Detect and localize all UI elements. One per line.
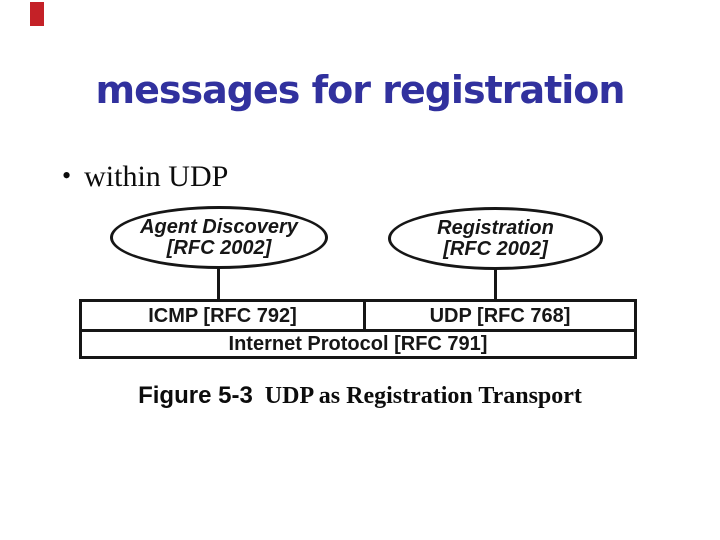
box-udp: UDP [RFC 768]: [363, 302, 634, 329]
ellipse-agent-discovery: Agent Discovery [RFC 2002]: [110, 206, 328, 269]
corner-red-mark: [30, 2, 44, 26]
ellipse-registration-line2: [RFC 2002]: [443, 237, 548, 260]
bullet-text: within UDP: [84, 160, 229, 193]
figure-caption: Figure 5-3 UDP as Registration Transport: [0, 382, 720, 410]
bullet-item: • within UDP: [62, 160, 228, 194]
connector-registration-to-udp: [494, 268, 497, 301]
ellipse-agent-discovery-line1: Agent Discovery: [140, 215, 298, 238]
connector-agent-discovery-to-icmp: [217, 267, 220, 301]
box-icmp: ICMP [RFC 792]: [148, 304, 297, 327]
protocol-stack-box: ICMP [RFC 792] UDP [RFC 768] Internet Pr…: [79, 299, 637, 359]
stack-row-network: Internet Protocol [RFC 791]: [82, 329, 634, 356]
ellipse-agent-discovery-line2: [RFC 2002]: [166, 236, 272, 259]
ellipse-registration: Registration [RFC 2002]: [388, 207, 603, 270]
figure-caption-label: Figure 5-3: [138, 382, 253, 409]
ellipse-registration-line1: Registration: [437, 216, 554, 239]
box-internet-protocol: Internet Protocol [RFC 791]: [228, 333, 488, 355]
figure-caption-text: UDP as Registration Transport: [264, 383, 582, 409]
bullet-glyph: •: [62, 161, 72, 190]
slide-title: messages for registration: [95, 68, 626, 112]
stack-row-transport: ICMP [RFC 792] UDP [RFC 768]: [82, 302, 634, 329]
